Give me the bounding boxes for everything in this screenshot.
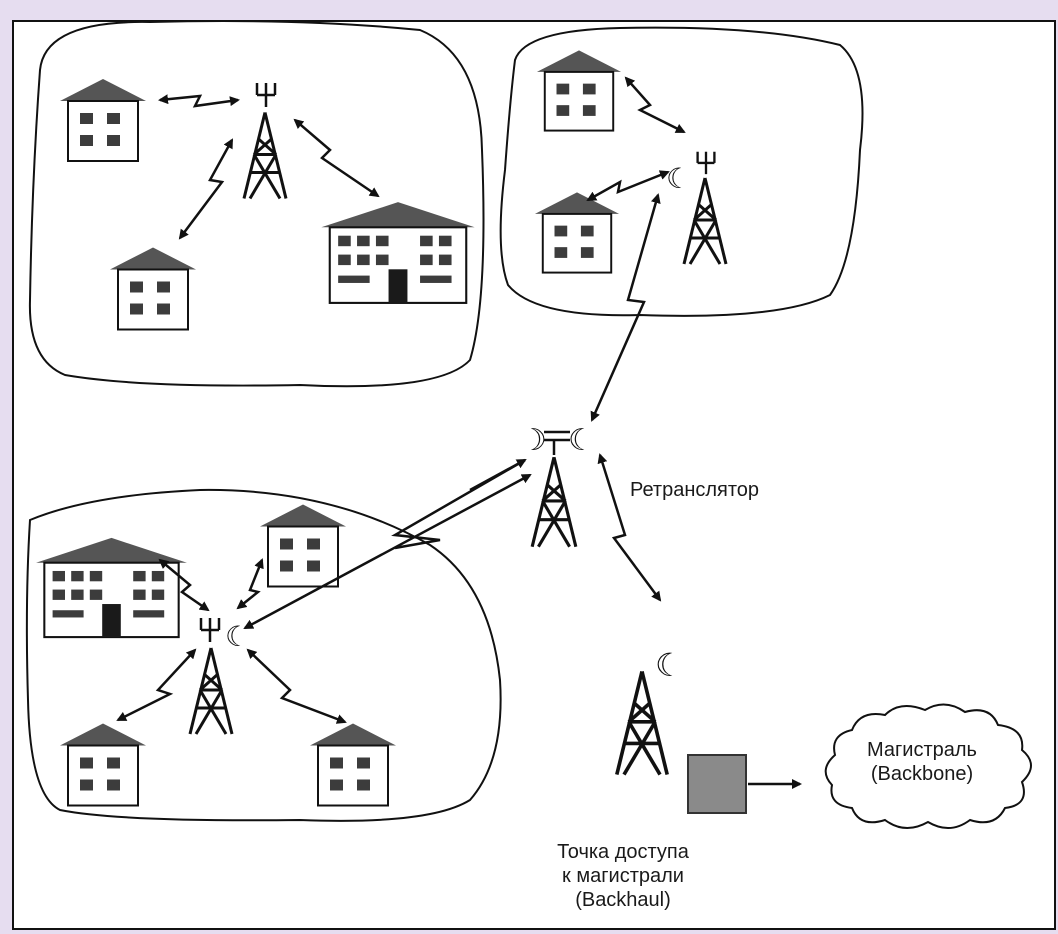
backbone-label-line2: (Backbone) xyxy=(870,763,974,785)
dish-icon: ☾ xyxy=(225,620,250,653)
repeater-tower-icon xyxy=(530,455,578,549)
house-icon xyxy=(58,77,148,163)
cell-top-left xyxy=(28,20,485,388)
repeater-dishes: ☽ ☾ xyxy=(520,423,595,458)
antenna-icon xyxy=(199,616,221,644)
cell-top-right xyxy=(499,26,864,317)
dish-icon: ☾ xyxy=(666,162,691,195)
access-label-line1: Точка доступа xyxy=(557,841,689,863)
building-icon xyxy=(320,201,476,304)
tower-icon xyxy=(188,646,234,736)
dish-icon: ☾ xyxy=(655,646,684,684)
cloud-icon xyxy=(824,703,1032,829)
house-icon xyxy=(108,246,198,331)
access-label-line2: к магистрали xyxy=(562,865,684,887)
house-icon xyxy=(58,722,148,807)
access-label-line3: (Backhaul) xyxy=(575,889,671,911)
building-icon xyxy=(35,536,188,639)
svg-text:☽: ☽ xyxy=(520,423,547,458)
repeater-label: Ретранслятор xyxy=(630,479,760,501)
backbone-label: Магистраль (Backbone) xyxy=(852,738,992,786)
antenna-icon xyxy=(696,150,716,176)
house-icon xyxy=(533,191,621,274)
access-tower-icon xyxy=(617,671,667,774)
house-icon xyxy=(308,722,398,807)
house-icon xyxy=(258,503,348,588)
antenna-icon xyxy=(255,81,277,109)
house-icon xyxy=(535,49,623,132)
tower-icon xyxy=(242,110,288,201)
access-point-label: Точка доступа к магистрали (Backhaul) xyxy=(548,840,698,912)
router-icon xyxy=(687,754,747,814)
backbone-label-line1: Магистраль xyxy=(867,739,977,761)
svg-text:☾: ☾ xyxy=(568,423,595,458)
